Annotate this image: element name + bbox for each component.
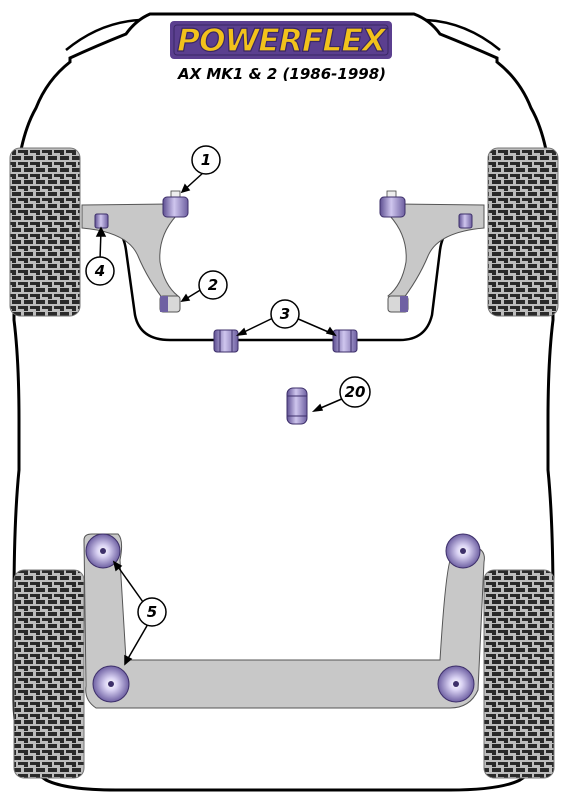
callout-20-label: 20	[345, 383, 366, 401]
rear-right-tyre	[483, 569, 555, 779]
callout-2-label: 2	[208, 276, 218, 294]
bush-right-drop-link	[458, 213, 473, 229]
bush-3-anti-roll-bar-right	[332, 329, 358, 353]
callout-1-label: 1	[201, 151, 211, 169]
callout-5: 5	[137, 597, 167, 627]
callout-3: 3	[270, 299, 300, 329]
callout-4: 4	[85, 256, 115, 286]
bush-4-drop-link	[94, 213, 109, 229]
callout-2: 2	[198, 270, 228, 300]
callout-5-label: 5	[147, 603, 157, 621]
powerflex-logo: POWERFLEX	[170, 21, 392, 60]
front-right-tyre	[487, 147, 559, 317]
logo-text: POWERFLEX	[177, 23, 388, 59]
bush-2-rear-wishbone	[159, 295, 181, 313]
bush-5-rear-rear-left	[92, 665, 130, 703]
front-left-tyre	[9, 147, 81, 317]
bush-20-mount	[286, 387, 308, 425]
bush-5-rear-front-left	[85, 533, 121, 569]
callout-leaders	[95, 171, 345, 666]
bush-5-rear-rear-right	[437, 665, 475, 703]
bush-front-right-wishbone	[379, 190, 406, 218]
callout-4-label: 4	[94, 262, 105, 280]
callout-3-label: 3	[280, 305, 290, 323]
bush-3-anti-roll-bar-left	[213, 329, 239, 353]
bonnet-line	[65, 18, 501, 51]
vehicle-subtitle: AX MK1 & 2 (1986-1998)	[177, 65, 386, 83]
callout-20: 20	[339, 376, 371, 408]
bush-rear-right-wishbone	[387, 295, 409, 313]
bush-5-rear-front-right	[445, 533, 481, 569]
rear-left-tyre	[13, 569, 85, 779]
bush-1-front-wishbone	[162, 190, 189, 218]
callout-1: 1	[191, 145, 221, 175]
